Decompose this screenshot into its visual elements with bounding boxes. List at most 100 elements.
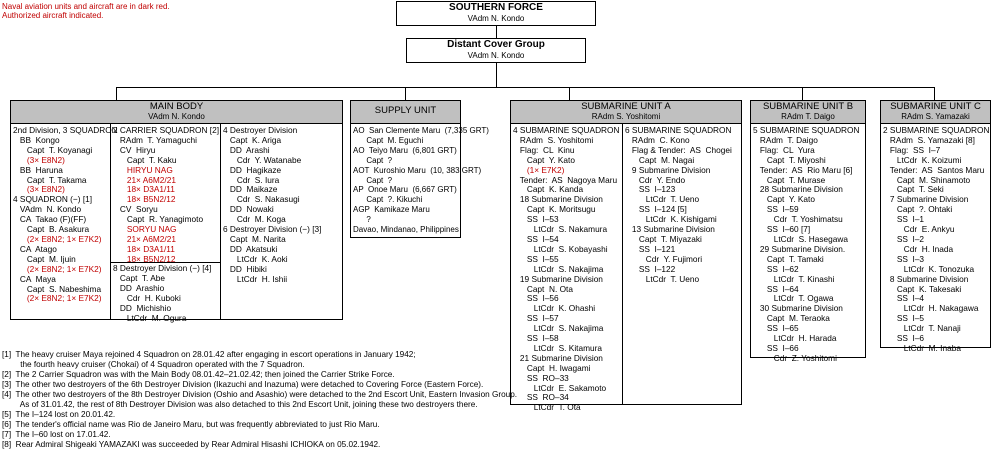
org-line: Capt Y. Kato [513, 154, 575, 165]
org-line: ? [353, 215, 371, 225]
org-line: LtCdr K. Ohashi [513, 303, 596, 314]
unit-commander: RAdm T. Daigo [781, 112, 835, 121]
submarine-unit-b-col: 5 SUBMARINE SQUADRON RAdm T. Daigo Flag:… [753, 125, 860, 364]
legend-note: Naval aviation units and aircraft are in… [2, 2, 170, 20]
supply-unit-box [350, 123, 461, 238]
org-line: DD Arashi [223, 144, 270, 155]
org-line: (2× E8N2; 1× E7K2) [13, 233, 102, 244]
org-line: BB Haruna [13, 164, 63, 175]
org-line: (3× E8N2) [13, 184, 65, 195]
org-line: LtCdr K. Tonozuka [883, 263, 975, 274]
unit-commander: VAdm N. Kondo [148, 112, 205, 121]
southern-force-box: SOUTHERN FORCE VAdm N. Kondo [396, 1, 596, 26]
org-line: Cdr M. Koga [223, 214, 286, 225]
divider [110, 262, 221, 263]
connector [496, 26, 497, 38]
org-line: Tender: AS Nagoya Maru [513, 174, 618, 185]
submarine-unit-c-col: 2 SUBMARINE SQUADRON RAdm S. Yamazaki [8… [883, 125, 990, 354]
org-line: 4 SQUADRON (−) [1] [13, 194, 93, 205]
org-line: DD Hagikaze [223, 164, 282, 175]
org-line: 21× A6M2/21 [113, 233, 176, 244]
org-line: Capt T. Kaku [113, 154, 177, 165]
org-line: Capt M. Nagai [625, 154, 695, 165]
org-line: 5 SUBMARINE SQUADRON [753, 125, 860, 135]
org-line: DD Akatsuki [223, 243, 278, 254]
org-line: RAdm S. Yamazaki [8] [883, 134, 975, 145]
org-line: LtCdr M. Ogura [113, 312, 187, 323]
org-line: 4 Destroyer Division [223, 125, 298, 135]
main-body-col1: 2nd Division, 3 SQUADRON BB Kongo Capt T… [13, 125, 118, 304]
main-body-col3: 4 Destroyer Division Capt K. Ariga DD Ar… [223, 125, 321, 285]
org-line: SS I–124 [5] [625, 204, 687, 215]
org-line: Capt M. Shinamoto [883, 174, 971, 185]
org-line: Cdr Z. Yoshitomi [753, 352, 837, 363]
org-line: Capt K. Ariga [223, 134, 282, 145]
org-line: 4 SUBMARINE SQUADRON [513, 125, 620, 135]
org-line: SS I–123 [625, 184, 676, 195]
org-line: Capt T. Koyanagi [13, 144, 93, 155]
org-line: SS I–55 [513, 253, 559, 264]
org-line: RAdm C. Kono [625, 134, 690, 145]
unit-title: SUBMARINE UNIT C [890, 101, 981, 112]
footnote: [8] Rear Admiral Shigeaki YAMAZAKI was s… [2, 440, 381, 449]
org-line: SS I–60 [7] [753, 224, 811, 235]
org-line: (1× E7K2) [513, 164, 565, 175]
footnote: [3] The other two destroyers of the 6th … [2, 380, 484, 389]
org-line: SS I–2 [883, 233, 925, 244]
org-line: AOT Kuroshio Maru (10, 383 GRT) [353, 165, 482, 175]
org-line: LtCdr H. Harada [753, 333, 837, 344]
org-line: 7 Submarine Division [883, 194, 969, 205]
org-line: SS I–62 [753, 263, 799, 274]
org-line: (3× E8N2) [13, 154, 65, 165]
unit-title: SUBMARINE UNIT A [581, 101, 671, 112]
org-line: SS I–122 [625, 263, 676, 274]
org-line: Cdr Y. Fujimori [625, 253, 703, 264]
footnote: [4] The other two destroyers of the 8th … [2, 390, 518, 399]
org-line: SORYU NAG [113, 224, 177, 235]
connector [116, 87, 935, 88]
org-line: Capt B. Asakura [13, 224, 90, 235]
org-line: Capt R. Yanagimoto [113, 214, 204, 225]
unit-title: SUPPLY UNIT [374, 105, 437, 116]
southern-force-commander: VAdm N. Kondo [467, 14, 525, 23]
footnote: As of 31.01.42, the rest of 8th Destroye… [2, 400, 478, 409]
org-line: Cdr H. Kuboki [113, 292, 181, 303]
org-line: Cdr E. Ankyu [883, 224, 955, 235]
footnote: the fourth heavy cruiser (Chokai) of 4 S… [2, 360, 305, 369]
org-line: Capt ? [353, 175, 393, 185]
footnote: [2] The 2 Carrier Squadron was with the … [2, 370, 395, 379]
org-line: AO San Clemente Maru (7,335 GRT) [353, 126, 489, 135]
org-line: Capt T. Tamaki [753, 253, 824, 264]
divider [220, 123, 221, 320]
org-line: SS I–4 [883, 293, 925, 304]
footnote: [1] The heavy cruiser Maya rejoined 4 Sq… [2, 350, 416, 359]
unit-commander: RAdm S. Yamazaki [901, 112, 970, 121]
footnote: [5] The I–124 lost on 20.01.42. [2, 410, 116, 419]
org-line: SS I–59 [753, 204, 799, 215]
org-line: LtCdr M. Inaba [883, 342, 961, 353]
org-line: Capt ?. Kikuchi [353, 195, 423, 205]
submarine-unit-b-header: SUBMARINE UNIT B RAdm T. Daigo [750, 100, 866, 124]
supply-unit-header: SUPPLY UNIT [350, 100, 461, 124]
org-line: LtCdr K. Aoki [223, 253, 288, 264]
org-line: CV Soryu [113, 204, 158, 215]
connector [569, 87, 570, 100]
org-line: 21× A6M2/21 [113, 174, 176, 185]
org-line: (2× E8N2; 1× E7K2) [13, 293, 102, 304]
org-line: Cdr Y. Watanabe [223, 154, 302, 165]
org-line: Capt N. Ota [513, 283, 573, 294]
org-line: DD Hibiki [223, 263, 267, 274]
org-line: Capt M. Ijuin [13, 253, 76, 264]
org-line: BB Kongo [13, 134, 60, 145]
org-line: Cdr Y. Endo [625, 174, 686, 185]
org-line: Capt T. Seki [883, 184, 944, 195]
org-line: 18× B5N2/12 [113, 253, 176, 264]
org-line: CA Atago [13, 243, 57, 254]
org-line: Capt M. Narita [223, 233, 286, 244]
org-line: 2 CARRIER SQUADRON [2] [113, 125, 220, 135]
org-line: LtCdr S. Nakajima [513, 323, 604, 334]
org-line: Capt M. Eguchi [353, 135, 424, 145]
org-line: DD Maikaze [223, 184, 278, 195]
org-line: Tender: AS Rio Maru [6] [753, 164, 853, 175]
org-line: Cdr S. Iura [223, 174, 280, 185]
